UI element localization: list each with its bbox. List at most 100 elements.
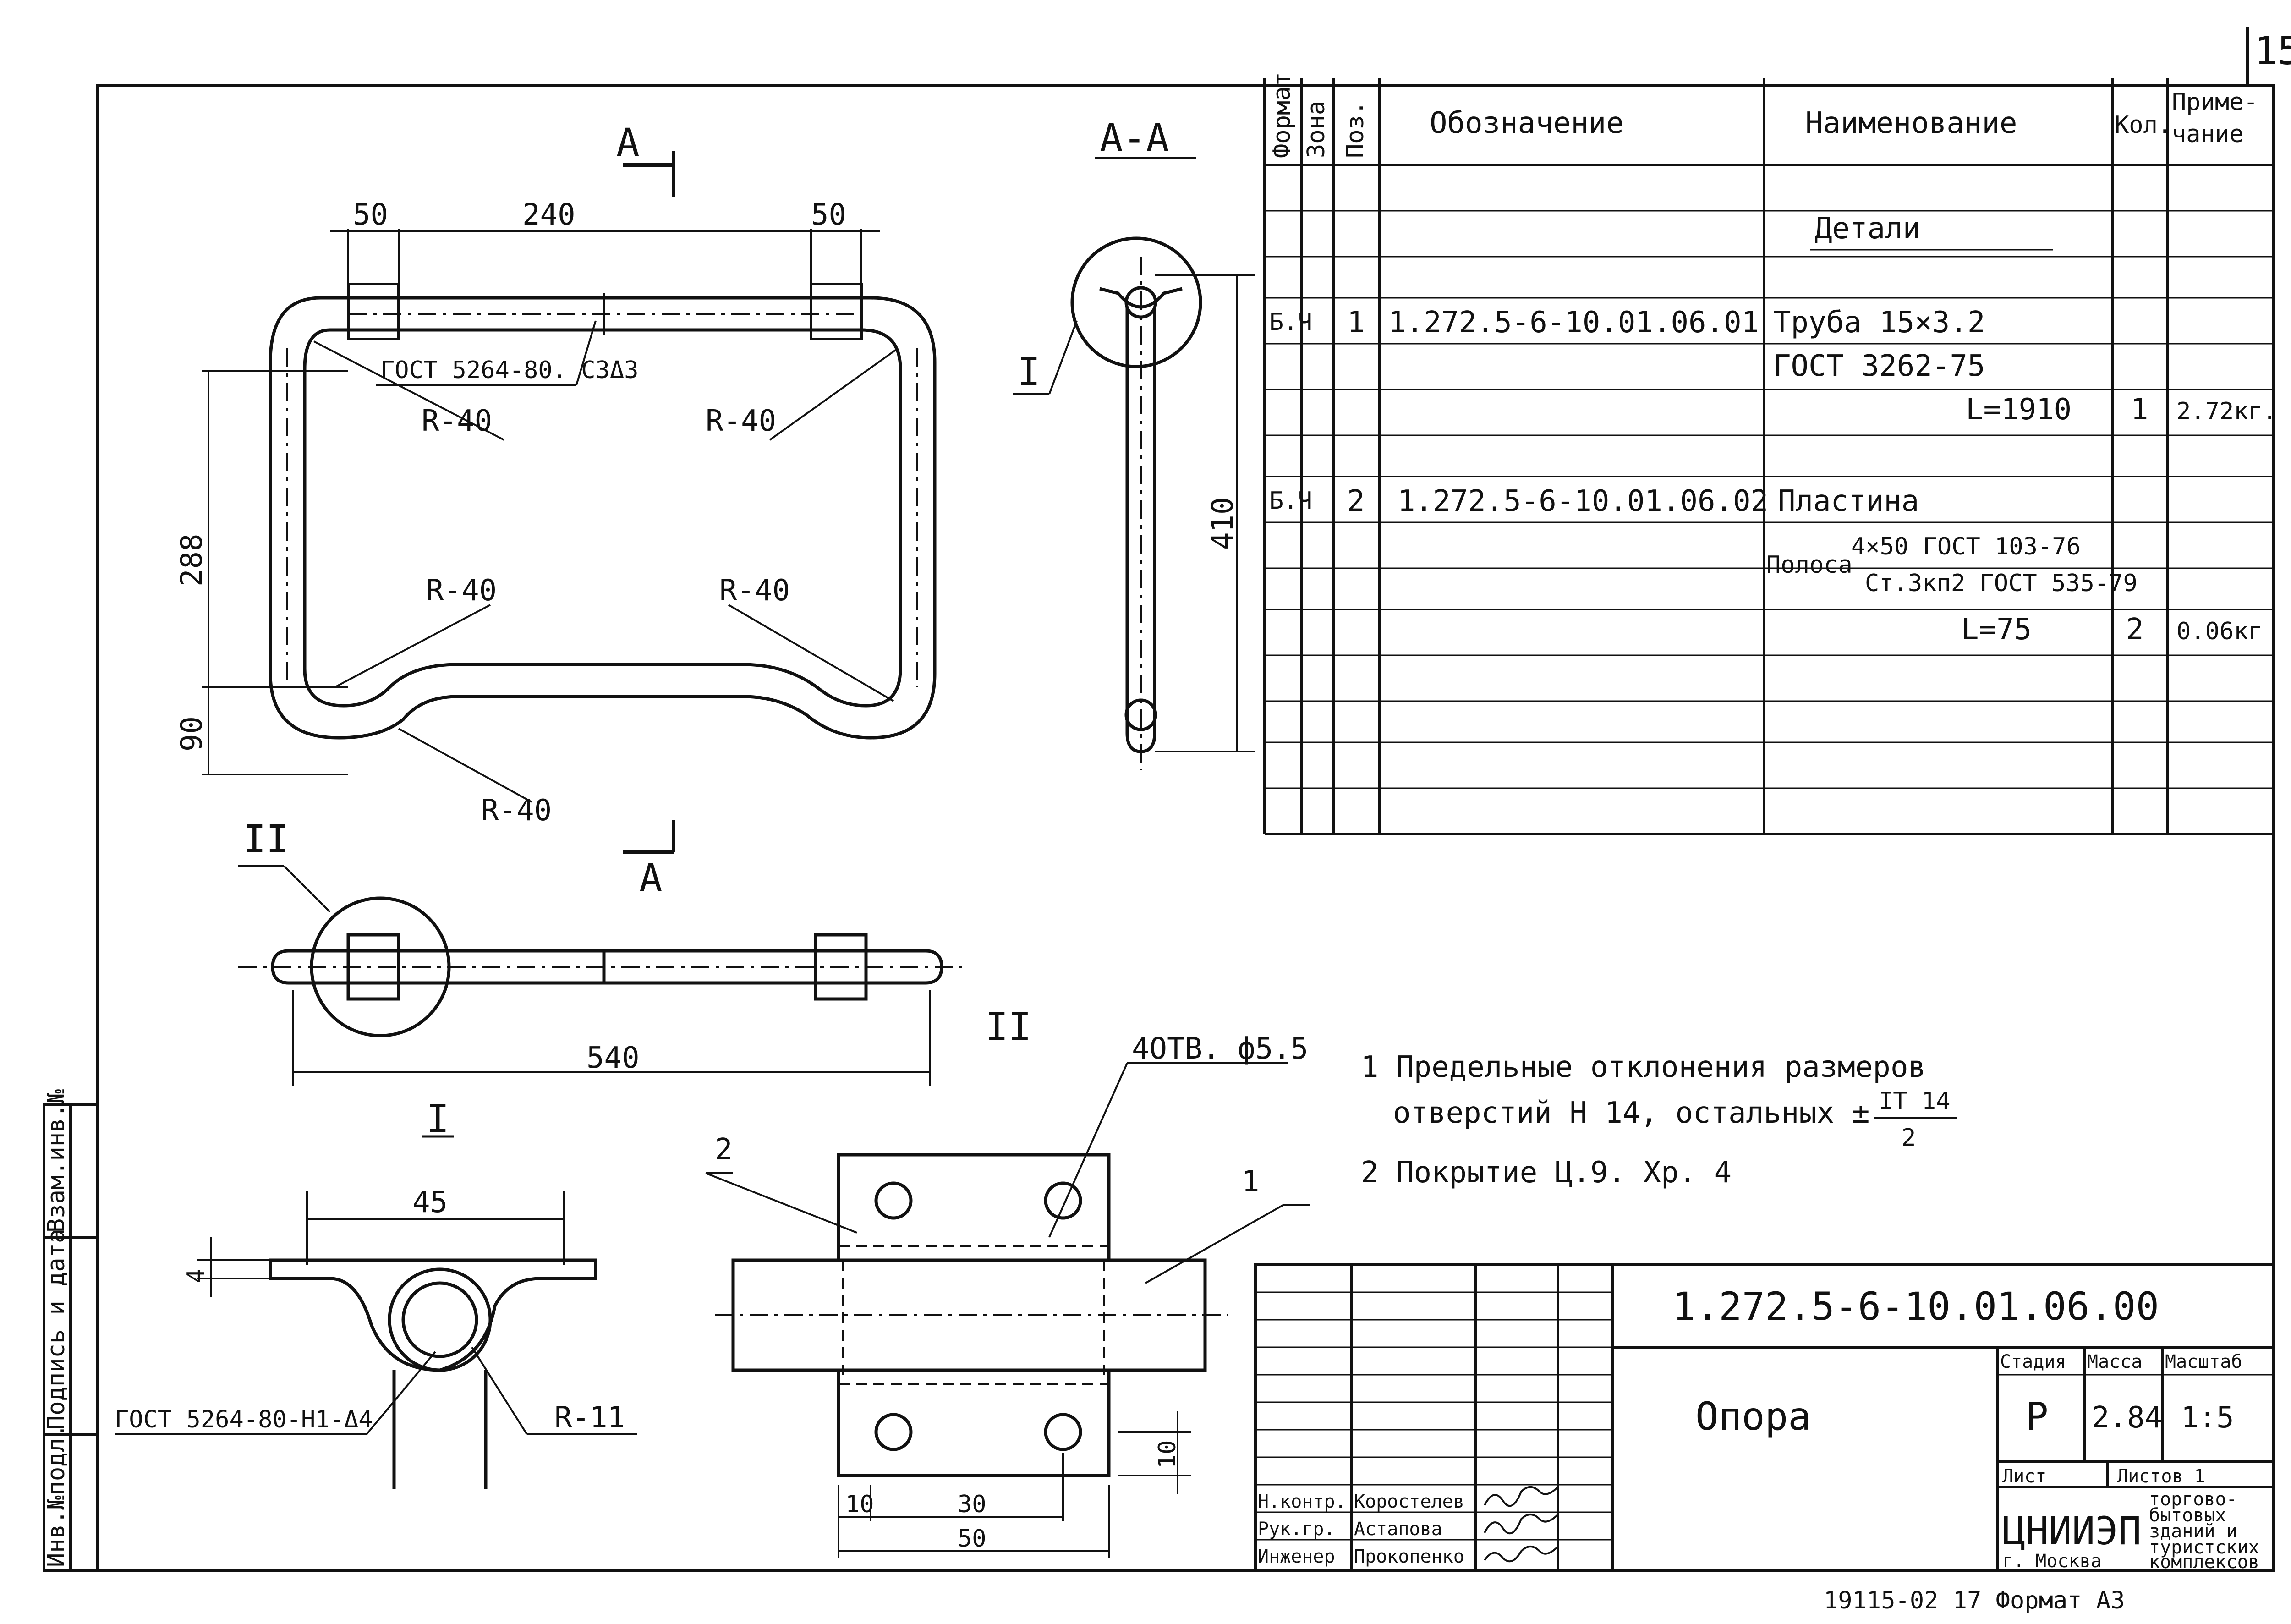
note-1-line-1: 1 Предельные отклонения размеров — [1361, 1050, 1926, 1084]
dim-10-vertical: 10 — [1154, 1440, 1181, 1469]
header-zone: Зона — [1303, 101, 1330, 158]
stage-header: Стадия — [2000, 1351, 2066, 1372]
org-desc-5: комплексов — [2149, 1552, 2259, 1573]
org-desc-2: бытовых — [2149, 1505, 2226, 1526]
dim-410: 410 — [1206, 497, 1240, 550]
row1-qty: 1 — [2131, 393, 2148, 427]
name-1: Коростелев — [1354, 1491, 1464, 1512]
plate-left — [347, 283, 400, 340]
dim-50-left: 50 — [353, 198, 388, 232]
dim-45: 45 — [412, 1185, 448, 1219]
radius-bottom-left: R-40 — [426, 574, 497, 608]
header-name: Наименование — [1805, 106, 2017, 140]
sheets-header: Листов 1 — [2117, 1466, 2205, 1487]
role-3: Инженер — [1258, 1546, 1335, 1567]
top-view: II II 540 I — [238, 817, 1031, 1141]
detail-ii: 2 1 4ОТВ. ф5.5 10 30 50 10 — [705, 1032, 1310, 1558]
section-mark-top: A — [616, 120, 640, 165]
radius-top-left: R-40 — [422, 404, 492, 438]
row1-pos: 1 — [1347, 306, 1365, 340]
view-i-label: I — [426, 1096, 449, 1141]
org-desc-1: торгово- — [2149, 1489, 2237, 1510]
row1-name-3: L=1910 — [1966, 393, 2072, 427]
drawing-frame — [96, 84, 2275, 1572]
row1-name-2: ГОСТ 3262-75 — [1773, 349, 1985, 383]
weld-symbol-bottom: ГОСТ 5264-80-Н1-Δ4 — [115, 1406, 373, 1433]
page-number: 154 — [2254, 28, 2291, 73]
name-2: Астапова — [1354, 1519, 1442, 1540]
section-title: A-A — [1100, 115, 1169, 160]
row2-name-3: Ст.3кп2 ГОСТ 535-79 — [1865, 570, 2138, 597]
header-note-1: Приме- — [2172, 88, 2258, 116]
org-desc-3: зданий и — [2149, 1521, 2237, 1542]
row1-format: Б.Ч — [1269, 308, 1312, 336]
radius-top-right: R-40 — [706, 404, 776, 438]
row1-note: 2.72кг. — [2176, 398, 2277, 425]
row2-note: 0.06кг — [2176, 618, 2263, 645]
side-stamp-text: Взам.инв.№ Подпись и дата Инв.№подл. — [43, 1089, 70, 1567]
dim-50-bottom: 50 — [958, 1525, 987, 1553]
header-qty: Кол. — [2115, 111, 2172, 139]
row1-designation: 1.272.5-6-10.01.06.01 — [1388, 306, 1759, 340]
row2-format: Б.Ч — [1269, 487, 1312, 515]
dim-4: 4 — [182, 1269, 210, 1283]
radius-bottom-middle: R-40 — [481, 794, 552, 828]
org-desc-4: туристских — [2149, 1537, 2259, 1558]
dim-288: 288 — [175, 533, 209, 587]
radius-11: R-11 — [554, 1401, 625, 1435]
view-ii-callout: II — [243, 817, 289, 861]
technical-notes: 1 Предельные отклонения размеров отверст… — [1361, 1050, 1957, 1190]
plate-right — [810, 283, 863, 340]
dim-30: 30 — [958, 1491, 987, 1518]
mass-header: Масса — [2087, 1351, 2142, 1372]
row2-name-4: L=75 — [1961, 613, 2032, 647]
note-1-fraction-top: IT 14 — [1879, 1087, 1951, 1115]
dim-240: 240 — [522, 198, 575, 232]
header-designation: Обозначение — [1430, 106, 1624, 140]
doc-title: Опора — [1695, 1394, 1811, 1439]
role-1: Н.контр. — [1258, 1491, 1346, 1512]
stamp-signature-date: Подпись и дата — [43, 1229, 70, 1430]
view-i-callout: I — [1017, 349, 1041, 394]
header-pos: Поз. — [1342, 101, 1369, 158]
row1-name-1: Труба 15×3.2 — [1773, 306, 1985, 340]
radius-bottom-right: R-40 — [719, 574, 790, 608]
section-parts: Детали — [1814, 212, 1920, 246]
detail-i: 45 4 ГОСТ 5264-80-Н1-Δ4 R-11 — [115, 1185, 637, 1489]
section-mark-bottom: A — [639, 856, 663, 900]
row2-name-2a: Полоса — [1766, 551, 1853, 579]
dim-10: 10 — [845, 1491, 874, 1518]
dim-540: 540 — [586, 1041, 640, 1075]
header-note-2: чание — [2172, 121, 2244, 148]
spec-table: Формат Зона Поз. Обозначение Наименовани… — [1263, 72, 2277, 835]
stamp-replace-inv: Взам.инв.№ — [43, 1089, 70, 1233]
row2-name-1: Пластина — [1778, 484, 1919, 518]
holes-callout: 4ОТВ. ф5.5 — [1132, 1032, 1308, 1066]
note-1-line-2: отверстий Н 14, остальных ± — [1393, 1096, 1869, 1130]
dim-50-right: 50 — [811, 198, 846, 232]
note-1-fraction-bottom: 2 — [1902, 1124, 1916, 1152]
section-a-a: A-A I 410 — [1013, 115, 1255, 770]
footer-stamp: 19115-02 17 Формат А3 — [1824, 1587, 2125, 1614]
stamp-inv-original: Инв.№подл. — [43, 1424, 70, 1567]
header-format: Формат — [1268, 72, 1296, 158]
row2-pos: 2 — [1347, 484, 1365, 518]
sheet-header: Лист — [2002, 1466, 2046, 1487]
scale-header: Масштаб — [2165, 1351, 2242, 1372]
pos-2-callout: 2 — [715, 1133, 733, 1167]
row2-name-2b: 4×50 ГОСТ 103-76 — [1851, 533, 2081, 560]
pos-1-callout: 1 — [1242, 1165, 1260, 1199]
org-name: ЦНИИЭП — [2002, 1509, 2141, 1553]
doc-number: 1.272.5-6-10.01.06.00 — [1672, 1284, 2159, 1329]
dim-90: 90 — [175, 716, 209, 752]
view-ii-label: II — [985, 1004, 1031, 1049]
stage-value: Р — [2025, 1394, 2049, 1439]
scale-value: 1:5 — [2181, 1401, 2234, 1435]
row2-qty: 2 — [2126, 613, 2144, 647]
signatures — [1484, 1486, 1559, 1563]
note-2: 2 Покрытие Ц.9. Хр. 4 — [1361, 1156, 1732, 1190]
name-3: Прокопенко — [1354, 1546, 1464, 1567]
org-city: г. Москва — [2002, 1551, 2102, 1572]
mass-value: 2.84 — [2092, 1401, 2162, 1435]
